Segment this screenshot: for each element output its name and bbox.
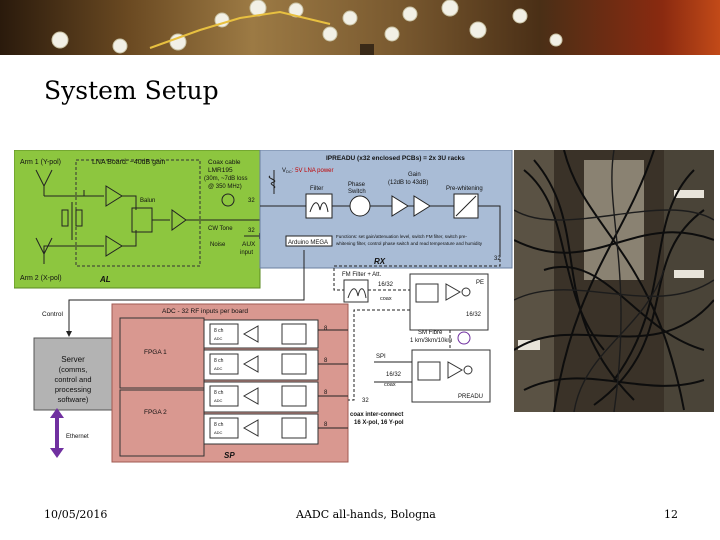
ethernet-arrow-icon bbox=[50, 408, 64, 458]
fm-title: FM Filter + Att. bbox=[342, 272, 382, 278]
arduino-block bbox=[285, 235, 333, 247]
preadu-label: PREADU bbox=[458, 394, 483, 400]
svg-text:8 ch: 8 ch bbox=[214, 422, 224, 428]
footer-page-number: 12 bbox=[664, 508, 678, 521]
server-line2: (comms, bbox=[59, 365, 88, 374]
adc-chip-4 bbox=[209, 417, 239, 439]
svg-text:ADC: ADC bbox=[214, 430, 223, 435]
coax-type: LMR195 bbox=[208, 167, 233, 174]
spi-label: SPI bbox=[376, 354, 386, 360]
lna-board-label: LNA Board: ~40dB gain bbox=[92, 159, 165, 166]
svg-text:8: 8 bbox=[324, 326, 328, 332]
control-label: Control bbox=[42, 311, 64, 318]
coax-title: Coax cable bbox=[208, 159, 241, 166]
aux-label: AUX bbox=[242, 241, 256, 248]
lna-amp-upper-icon bbox=[105, 185, 123, 207]
svg-text:8 ch: 8 ch bbox=[214, 358, 224, 364]
server-line5: software) bbox=[58, 395, 89, 404]
sp-title: ADC - 32 RF inputs per board bbox=[162, 308, 248, 315]
smf-label2: 1 km/3km/10km bbox=[410, 338, 452, 344]
adc-chip-3 bbox=[209, 385, 239, 407]
al-label: AL bbox=[99, 275, 111, 284]
server-line3: control and bbox=[54, 375, 91, 384]
server-block bbox=[33, 337, 113, 411]
vdc-label: VDC: 5V LNA power bbox=[282, 168, 334, 174]
phase-label: Phase bbox=[348, 182, 366, 188]
svg-text:ADC: ADC bbox=[214, 336, 223, 341]
svg-text:8: 8 bbox=[324, 422, 328, 428]
svg-text:8 ch: 8 ch bbox=[214, 390, 224, 396]
arm2-label: Arm 2 (X-pol) bbox=[20, 275, 62, 282]
antenna-arm1-icon bbox=[35, 169, 53, 196]
rack-cabling-photo bbox=[514, 150, 714, 412]
slide-title: System Setup bbox=[44, 76, 219, 105]
svg-text:8 ch: 8 ch bbox=[214, 328, 224, 334]
server-line1: Server bbox=[61, 355, 85, 364]
al-block bbox=[14, 150, 261, 289]
rx-title: IPREADU (x32 enclosed PCBs) = 2x 3U rack… bbox=[326, 155, 465, 162]
functions-line2: whitening filter, control phase switch a… bbox=[336, 241, 483, 246]
functions-line1: Functions: set gain/attenuation level, s… bbox=[336, 234, 467, 239]
arm1-label: Arm 1 (Y-pol) bbox=[20, 159, 61, 166]
adc-row-1: 8 ch ADC 8 bbox=[203, 319, 328, 349]
cw-tone-label: CW Tone bbox=[208, 226, 233, 232]
bus-count: 32 bbox=[362, 398, 369, 404]
system-block-diagram: Arm 1 (Y-pol) LNA Board: ~40dB gain Balu… bbox=[14, 150, 513, 463]
svg-text:ADC: ADC bbox=[214, 366, 223, 371]
noise-label: Noise bbox=[210, 242, 226, 248]
adc-row-4: 8 ch ADC 8 bbox=[203, 413, 328, 445]
svg-text:ADC: ADC bbox=[214, 398, 223, 403]
server-line4: processing bbox=[55, 385, 91, 394]
fpga2-block bbox=[119, 389, 205, 457]
fpga1-block bbox=[119, 317, 205, 389]
header-banner-image bbox=[0, 0, 720, 55]
prewhitening-label: Pre-whitening bbox=[446, 186, 483, 192]
coax-spec1: (30m, ~7dB loss bbox=[204, 176, 248, 182]
aux-count: 32 bbox=[248, 228, 255, 234]
fm-coax1: coax bbox=[380, 296, 392, 302]
adc-chip-1 bbox=[209, 323, 239, 345]
balun-label: Balun bbox=[140, 198, 155, 204]
svg-text:8: 8 bbox=[324, 390, 328, 396]
gain-label: Gain bbox=[408, 172, 421, 178]
fm-coax3: coax bbox=[384, 382, 396, 388]
lna-amp-out-icon bbox=[171, 209, 187, 231]
footer-date: 10/05/2016 bbox=[44, 508, 108, 521]
ethernet-label: Ethernet bbox=[66, 434, 89, 440]
adc-row-3: 8 ch ADC 8 bbox=[203, 381, 328, 413]
gain-range-label: (12dB to 43dB) bbox=[388, 180, 428, 186]
fm-count3: 16/32 bbox=[386, 372, 402, 378]
adc-chip-2 bbox=[209, 353, 239, 375]
filter-label: Filter bbox=[310, 186, 323, 192]
interconnect-line1: coax inter-connect bbox=[350, 412, 403, 418]
rx-label: RX bbox=[374, 257, 386, 266]
footer-event: AADC all-hands, Bologna bbox=[296, 508, 436, 521]
lna-amp-lower-icon bbox=[105, 235, 123, 257]
sp-label: SP bbox=[224, 451, 235, 460]
phase-switch-icon bbox=[349, 195, 371, 217]
fpga2-label: FPGA 2 bbox=[144, 409, 167, 416]
rx-out-count: 32 bbox=[494, 256, 501, 262]
smf-label1: SM Fibre bbox=[418, 330, 443, 336]
arduino-label: Arduino MEGA bbox=[288, 240, 328, 246]
aux-input-label: input bbox=[240, 250, 253, 256]
rf-count: 32 bbox=[248, 198, 255, 204]
interconnect-line2: 16 X-pol, 16 Y-pol bbox=[354, 420, 404, 426]
fpga1-label: FPGA 1 bbox=[144, 349, 167, 356]
fm-count1: 16/32 bbox=[378, 282, 394, 288]
coax-spec2: @ 350 MHz) bbox=[208, 184, 242, 190]
svg-text:8: 8 bbox=[324, 358, 328, 364]
phase-label2: Switch bbox=[348, 189, 366, 195]
fm-count2: 16/32 bbox=[466, 312, 482, 318]
coax-cable-icon bbox=[221, 193, 235, 207]
adc-row-2: 8 ch ADC 8 bbox=[203, 349, 328, 381]
pe-label: PE bbox=[476, 280, 484, 286]
